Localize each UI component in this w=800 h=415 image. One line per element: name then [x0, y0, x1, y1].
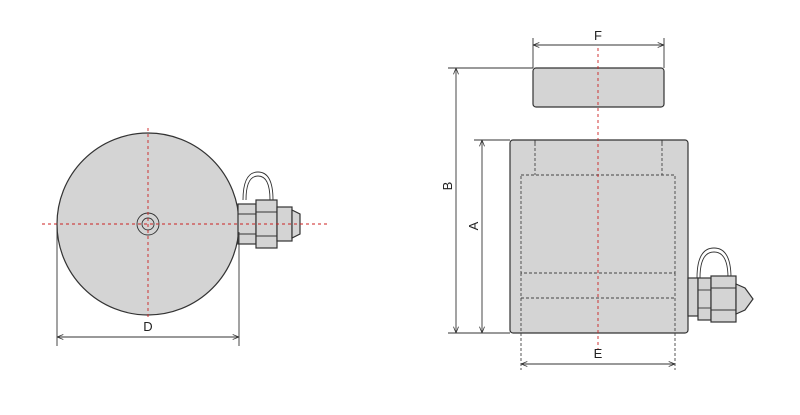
- dimension-e-label: E: [594, 346, 603, 361]
- saddle: [532, 67, 665, 108]
- coupler-fitting-top: [237, 171, 301, 249]
- cylinder-body: [509, 139, 689, 334]
- top-view: D: [42, 128, 330, 346]
- dimension-f-label: F: [594, 28, 602, 43]
- dimension-e: E: [521, 346, 675, 364]
- dimension-d-label: D: [143, 319, 152, 334]
- coupler-fitting-side: [687, 247, 754, 323]
- dimension-b-label: B: [440, 182, 455, 191]
- dimension-d: D: [56, 224, 240, 346]
- dimension-b: B: [440, 67, 533, 334]
- dimension-f: F: [532, 28, 665, 68]
- side-view: F B A E: [440, 28, 754, 370]
- dimension-a: A: [466, 139, 510, 333]
- dimension-a-label: A: [466, 221, 481, 230]
